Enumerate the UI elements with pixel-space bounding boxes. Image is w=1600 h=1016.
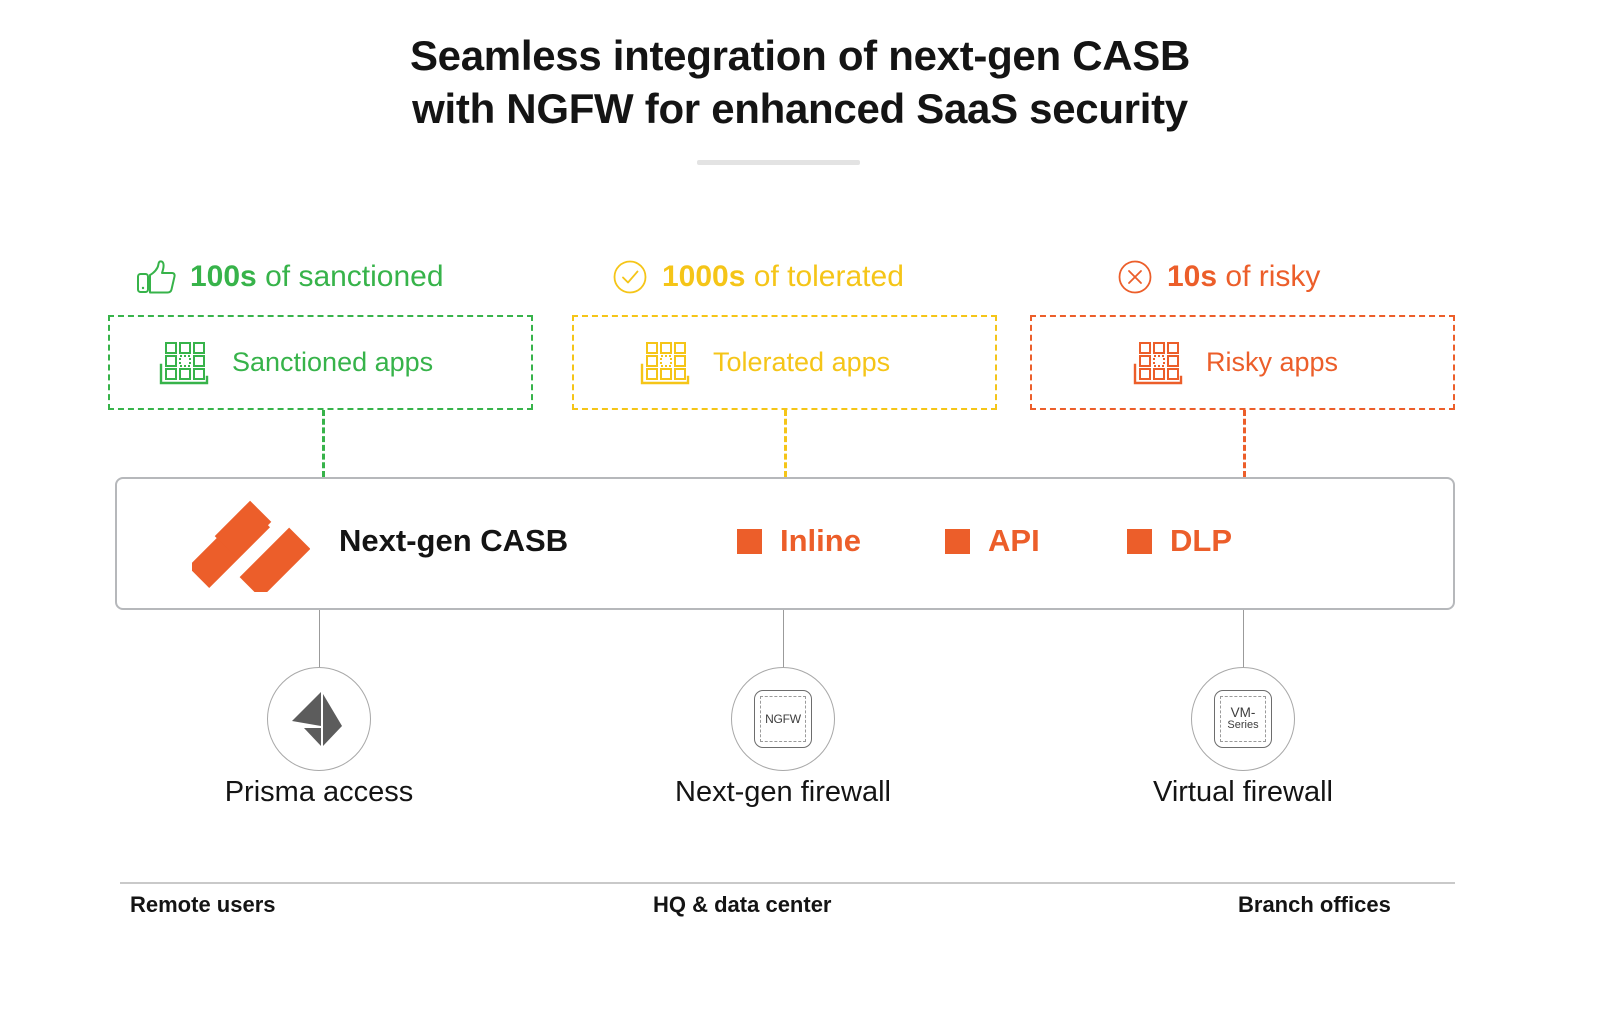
node-next-gen-firewall: NGFW: [731, 667, 835, 771]
casb-title: Next-gen CASB: [339, 523, 569, 558]
column-header-risky: 10s of risky: [1117, 255, 1320, 299]
connector-risky-to-casb: [1243, 410, 1246, 477]
column-count-sanctioned: 100s of sanctioned: [190, 260, 444, 293]
feature-swatch-icon: [945, 528, 970, 554]
node-caption-virtual-firewall: Virtual firewall: [1153, 776, 1333, 808]
footer-label-hq-data-center: HQ & data center: [653, 892, 832, 917]
app-box-risky: Risky apps: [1030, 315, 1455, 410]
check-circle-icon: [612, 259, 648, 295]
palo-alto-networks-logo: [187, 500, 311, 599]
column-header-tolerated: 1000s of tolerated: [612, 255, 904, 299]
vm-chip-label-line-2: Series: [1227, 719, 1259, 732]
title-divider: [697, 160, 860, 165]
stem-next-gen-firewall: [783, 610, 784, 675]
feature-label-inline: Inline: [780, 523, 861, 558]
node-prisma-access: [267, 667, 371, 771]
vm-series-chip-icon: VM- Series: [1214, 690, 1272, 748]
app-box-label-risky: Risky apps: [1206, 347, 1339, 377]
page-title-line-1: Seamless integration of next-gen CASB: [409, 32, 1191, 79]
footer-label-remote-users: Remote users: [130, 892, 276, 917]
connector-tolerated-to-casb: [784, 410, 787, 477]
app-box-label-tolerated: Tolerated apps: [713, 347, 891, 377]
app-box-sanctioned: Sanctioned apps: [108, 315, 533, 410]
ngfw-chip-label: NGFW: [765, 711, 801, 726]
node-caption-prisma-access: Prisma access: [224, 776, 414, 808]
stem-virtual-firewall: [1243, 610, 1244, 675]
thumbs-up-icon: [136, 259, 176, 295]
feature-swatch-icon: [737, 528, 762, 554]
app-box-label-sanctioned: Sanctioned apps: [232, 347, 434, 377]
prisma-access-icon: [290, 688, 348, 750]
column-header-sanctioned: 100s of sanctioned: [136, 255, 444, 299]
feature-label-api: API: [988, 523, 1040, 558]
footer-divider: [120, 882, 1455, 884]
x-circle-icon: [1117, 259, 1153, 295]
next-gen-casb-panel: Next-gen CASB Inline API DLP: [115, 477, 1455, 610]
casb-feature-inline: Inline: [737, 523, 861, 559]
connector-sanctioned-to-casb: [322, 410, 325, 477]
ngfw-chip-icon: NGFW: [754, 690, 812, 748]
stem-prisma-access: [319, 610, 320, 675]
page-title-line-2: with NGFW for enhanced SaaS security: [412, 84, 1188, 132]
node-caption-next-gen-firewall: Next-gen firewall: [675, 776, 891, 808]
apps-grid-icon: [1132, 339, 1184, 387]
casb-feature-dlp: DLP: [1127, 523, 1232, 559]
app-box-tolerated: Tolerated apps: [572, 315, 997, 410]
casb-feature-api: API: [945, 523, 1040, 559]
feature-label-dlp: DLP: [1170, 523, 1232, 558]
column-count-tolerated: 1000s of tolerated: [662, 260, 904, 293]
page-title: Seamless integration of next-gen CASB wi…: [0, 30, 1600, 135]
apps-grid-icon: [639, 339, 691, 387]
column-count-risky: 10s of risky: [1167, 260, 1321, 293]
apps-grid-icon: [158, 339, 210, 387]
vm-chip-label-line-1: VM-: [1230, 705, 1256, 721]
node-virtual-firewall: VM- Series: [1191, 667, 1295, 771]
feature-swatch-icon: [1127, 528, 1152, 554]
footer-label-branch-offices: Branch offices: [1238, 892, 1391, 917]
